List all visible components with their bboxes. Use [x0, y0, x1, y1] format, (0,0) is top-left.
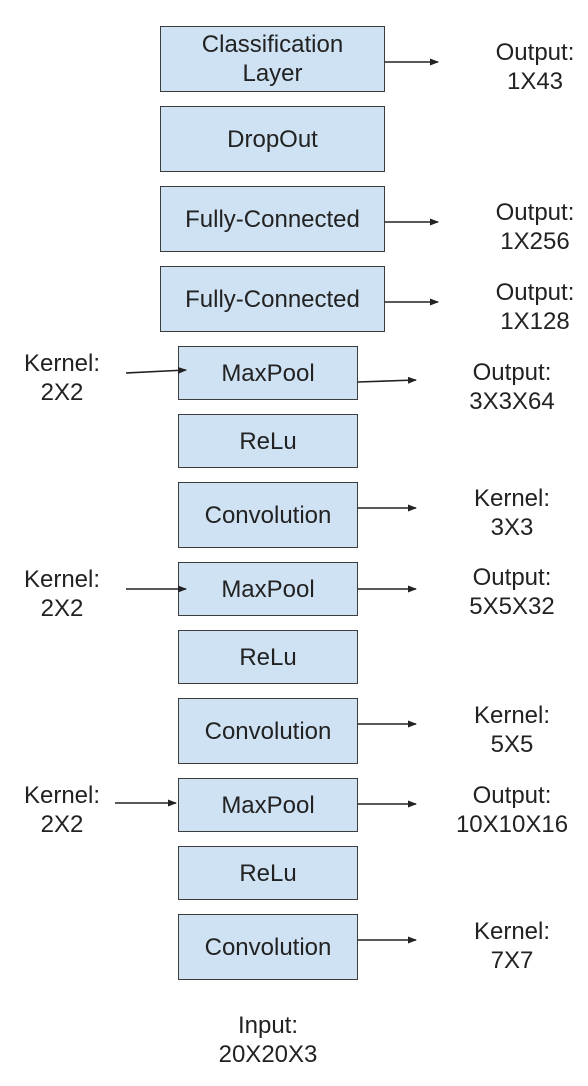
relu-2-box: ReLu	[178, 630, 358, 684]
conv2-kernel-annotation: Kernel: 5X5	[473, 702, 551, 758]
classification-layer-box: Classification Layer	[160, 26, 385, 92]
input-annotation: Input: 20X20X3	[218, 1012, 318, 1068]
maxpool2-output-annotation: Output: 5X5X32	[469, 564, 555, 620]
convolution-3-box: Convolution	[178, 482, 358, 548]
conv3-kernel-annotation: Kernel: 3X3	[473, 485, 551, 541]
maxpool2-kernel-annotation: Kernel: 2X2	[23, 566, 101, 622]
relu-1-box: ReLu	[178, 846, 358, 900]
relu-1-label: ReLu	[239, 859, 297, 887]
fully-connected-1-label: Fully-Connected	[185, 285, 360, 313]
maxpool1-output-annotation: Output: 10X10X16	[455, 782, 569, 838]
maxpool-1-box: MaxPool	[178, 778, 358, 832]
maxpool-3-label: MaxPool	[221, 359, 315, 387]
classification-layer-label: Classification Layer	[201, 31, 344, 87]
maxpool3-kernel-annotation: Kernel: 2X2	[23, 350, 101, 406]
maxpool-1-label: MaxPool	[221, 791, 315, 819]
convolution-2-box: Convolution	[178, 698, 358, 764]
conv1-kernel-annotation: Kernel: 7X7	[473, 918, 551, 974]
fully-connected-1-box: Fully-Connected	[160, 266, 385, 332]
arrow-maxpool3-output	[357, 376, 417, 384]
maxpool1-kernel-annotation: Kernel: 2X2	[23, 782, 101, 838]
maxpool-2-box: MaxPool	[178, 562, 358, 616]
relu-3-label: ReLu	[239, 427, 297, 455]
convolution-3-label: Convolution	[204, 501, 332, 529]
maxpool3-output-annotation: Output: 3X3X64	[469, 359, 555, 415]
dropout-layer-label: DropOut	[227, 125, 318, 153]
fc2-output-annotation: Output: 1X256	[495, 199, 575, 255]
fully-connected-2-label: Fully-Connected	[185, 205, 360, 233]
convolution-1-label: Convolution	[204, 933, 332, 961]
dropout-layer-box: DropOut	[160, 106, 385, 172]
fully-connected-2-box: Fully-Connected	[160, 186, 385, 252]
arrow-maxpool3-kernel	[125, 366, 187, 374]
relu-3-box: ReLu	[178, 414, 358, 468]
convolution-1-box: Convolution	[178, 914, 358, 980]
maxpool-3-box: MaxPool	[178, 346, 358, 400]
classification-output-annotation: Output: 1X43	[495, 39, 575, 95]
relu-2-label: ReLu	[239, 643, 297, 671]
fc1-output-annotation: Output: 1X128	[495, 279, 575, 335]
convolution-2-label: Convolution	[204, 717, 332, 745]
maxpool-2-label: MaxPool	[221, 575, 315, 603]
